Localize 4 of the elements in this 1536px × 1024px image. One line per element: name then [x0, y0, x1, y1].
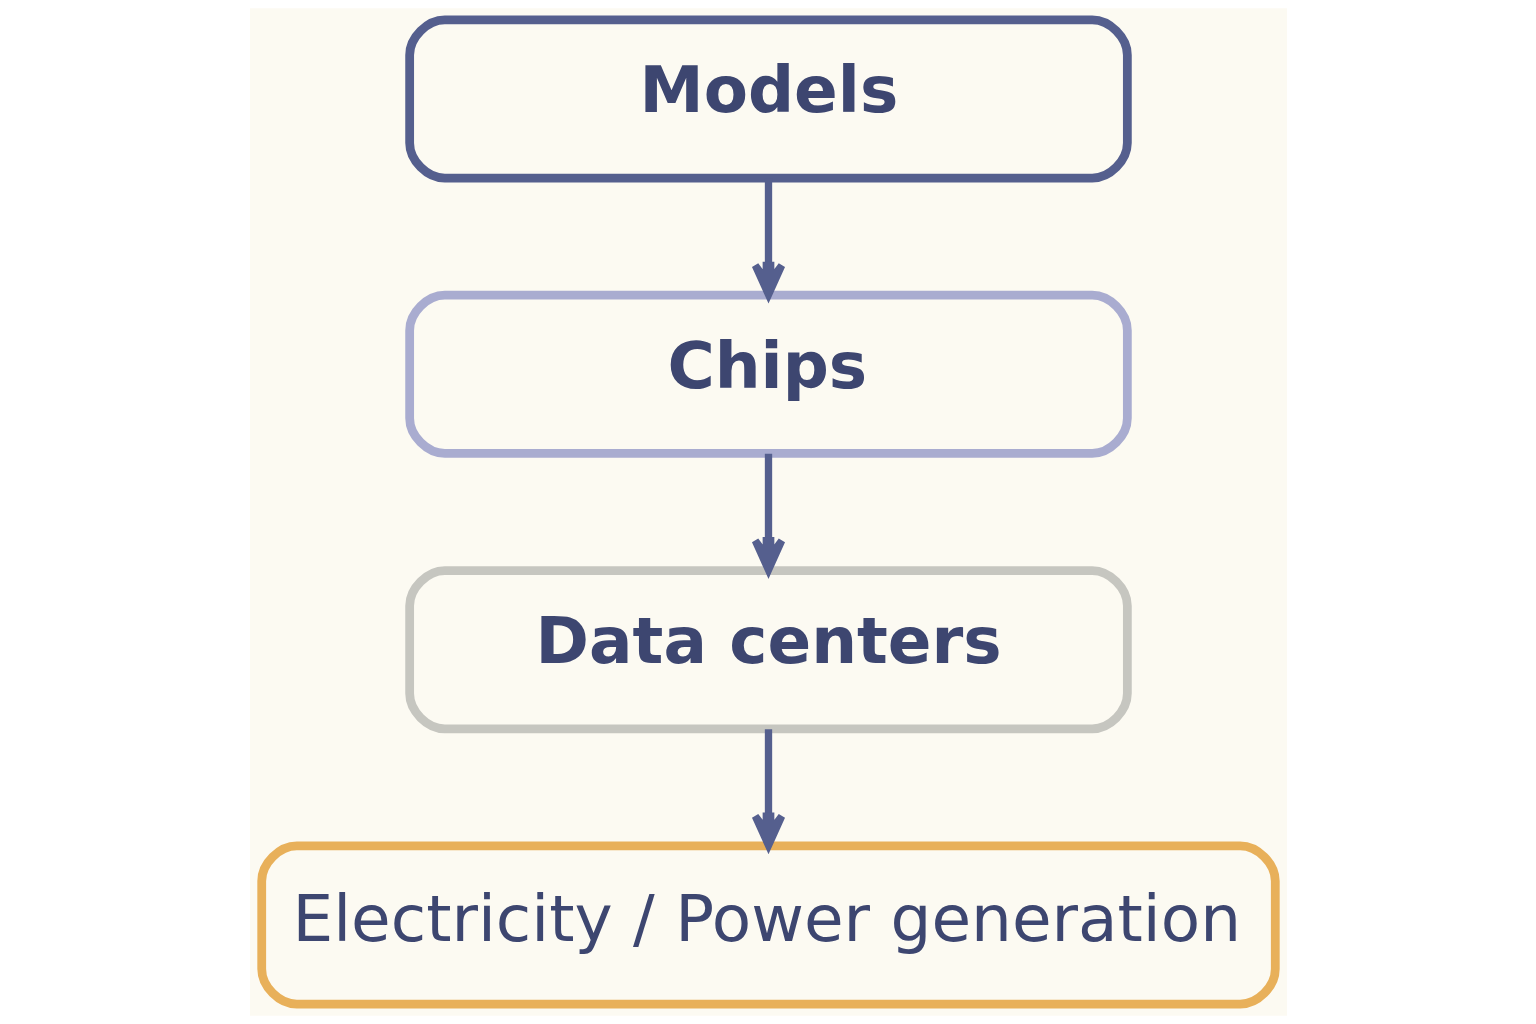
node-box: Models [404, 15, 1132, 183]
node-box: Electricity / Power generation [256, 841, 1280, 1009]
node-box: Data centers [404, 566, 1132, 734]
node-box: Chips [404, 290, 1132, 458]
